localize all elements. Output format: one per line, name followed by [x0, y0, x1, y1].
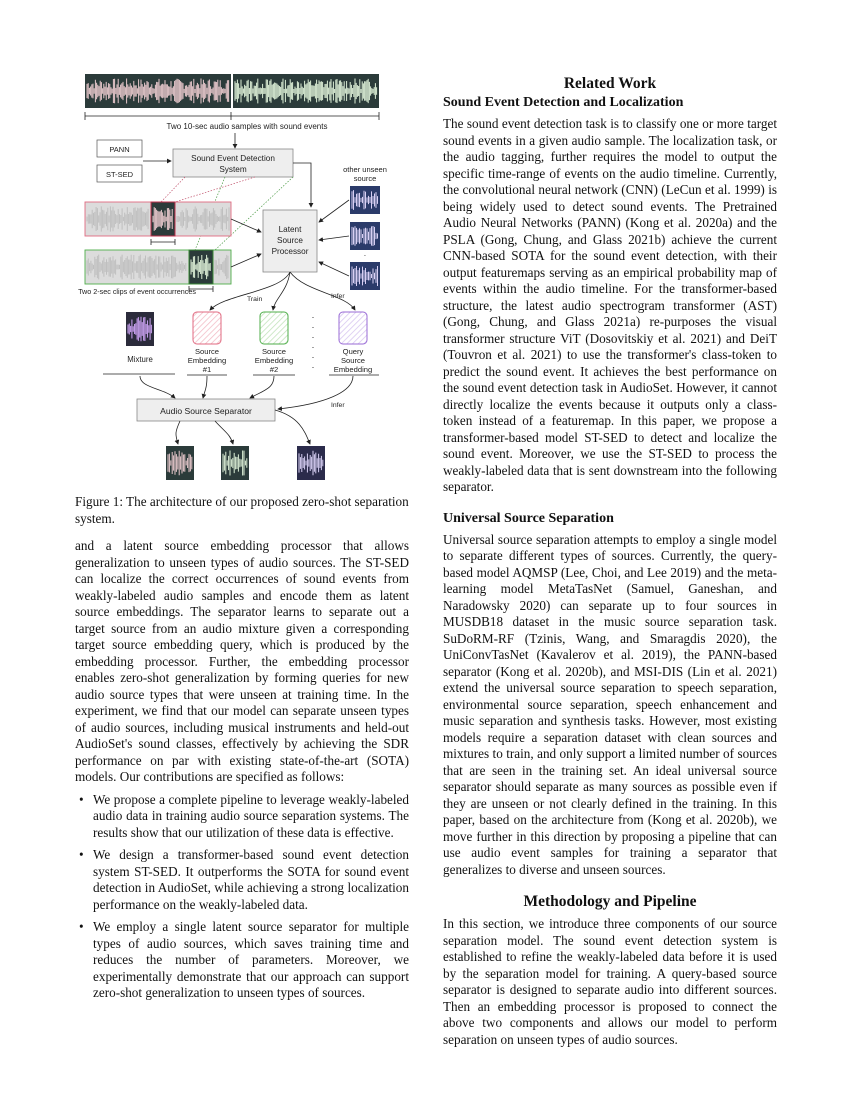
latent-source-processor-box	[262, 209, 318, 273]
sed-heading: Sound Event Detection and Localization	[443, 95, 684, 110]
right-column: Related Work Sound Event Detection and L…	[443, 74, 777, 1048]
contribution-item: •We employ a single latent source separa…	[79, 919, 409, 1000]
uss-paragraph: Universal source separation attempts to …	[443, 531, 777, 877]
train-label: Train	[247, 296, 262, 303]
sed-paragraph: The sound event detection task is to cla…	[443, 116, 777, 494]
methodology-paragraph: In this section, we introduce three comp…	[443, 916, 777, 1047]
stsed-box	[96, 164, 143, 183]
sed-system-label-line1: Sound Event Detection	[191, 154, 275, 163]
top-audio-sample-2	[233, 74, 379, 108]
emb1-line3: #1	[203, 365, 211, 374]
emb2-line2: Embedding	[255, 356, 293, 365]
latent-label-line2: Source	[277, 236, 303, 245]
latent-label-line1: Latent	[279, 225, 302, 234]
uss-heading: Universal Source Separation	[443, 510, 614, 526]
top-samples-label: Two 10-sec audio samples with sound even…	[167, 122, 328, 131]
stsed-label: ST-SED	[106, 170, 134, 179]
source-embedding-1	[192, 311, 222, 345]
contributions-list: •We propose a complete pipeline to lever…	[75, 792, 409, 1002]
contribution-item: •We design a transformer-based sound eve…	[79, 847, 409, 912]
methodology-title: Methodology and Pipeline	[523, 893, 697, 910]
contribution-item: •We propose a complete pipeline to lever…	[79, 791, 409, 840]
architecture-figure: Two 10-sec audio samples with sound even…	[75, 72, 409, 490]
clips-label: Two 2-sec clips of event occurrences	[78, 287, 196, 296]
emb2-line1: Source	[262, 347, 286, 356]
other-unseen-label-line2: source	[354, 174, 377, 183]
pann-box	[96, 139, 143, 158]
unseen-source-clips	[350, 186, 380, 290]
clip-sample-1	[84, 201, 232, 237]
output-separated-1	[166, 446, 194, 480]
infer-label-2: Infer	[331, 402, 345, 409]
svg-text:·: ·	[312, 322, 315, 332]
svg-text:·: ·	[312, 342, 315, 352]
other-unseen-label-line1: other unseen	[343, 165, 387, 174]
top-audio-sample-1	[85, 74, 231, 108]
output-separated-3	[297, 446, 325, 480]
latent-label-line3: Processor	[272, 247, 309, 256]
svg-text:·: ·	[364, 251, 367, 260]
pann-label: PANN	[109, 145, 129, 154]
left-column-body: and a latent source embedding processor …	[75, 538, 409, 1008]
intro-paragraph: and a latent source embedding processor …	[75, 538, 409, 784]
svg-text:·: ·	[312, 312, 315, 322]
svg-text:·: ·	[312, 362, 315, 372]
query-line3: Embedding	[334, 365, 372, 374]
query-line2: Source	[341, 356, 365, 365]
mixture-spectrogram	[126, 312, 154, 346]
svg-text:·: ·	[312, 352, 315, 362]
query-source-embedding	[338, 311, 368, 345]
separator-label: Audio Source Separator	[160, 406, 252, 416]
emb1-line1: Source	[195, 347, 219, 356]
infer-label-1: Infer	[331, 293, 345, 300]
figure-caption: Figure 1: The architecture of our propos…	[75, 494, 409, 526]
source-embedding-2	[259, 311, 289, 345]
sed-system-label-line2: System	[219, 165, 246, 174]
clip-sample-2	[84, 249, 232, 285]
mixture-label: Mixture	[127, 355, 153, 364]
architecture-diagram: Two 10-sec audio samples with sound even…	[78, 74, 387, 480]
emb2-line3: #2	[270, 365, 278, 374]
svg-text:·: ·	[312, 332, 315, 342]
emb1-line2: Embedding	[188, 356, 226, 365]
query-line1: Query	[343, 347, 364, 356]
related-work-title: Related Work	[563, 75, 657, 92]
output-separated-2	[221, 446, 249, 480]
